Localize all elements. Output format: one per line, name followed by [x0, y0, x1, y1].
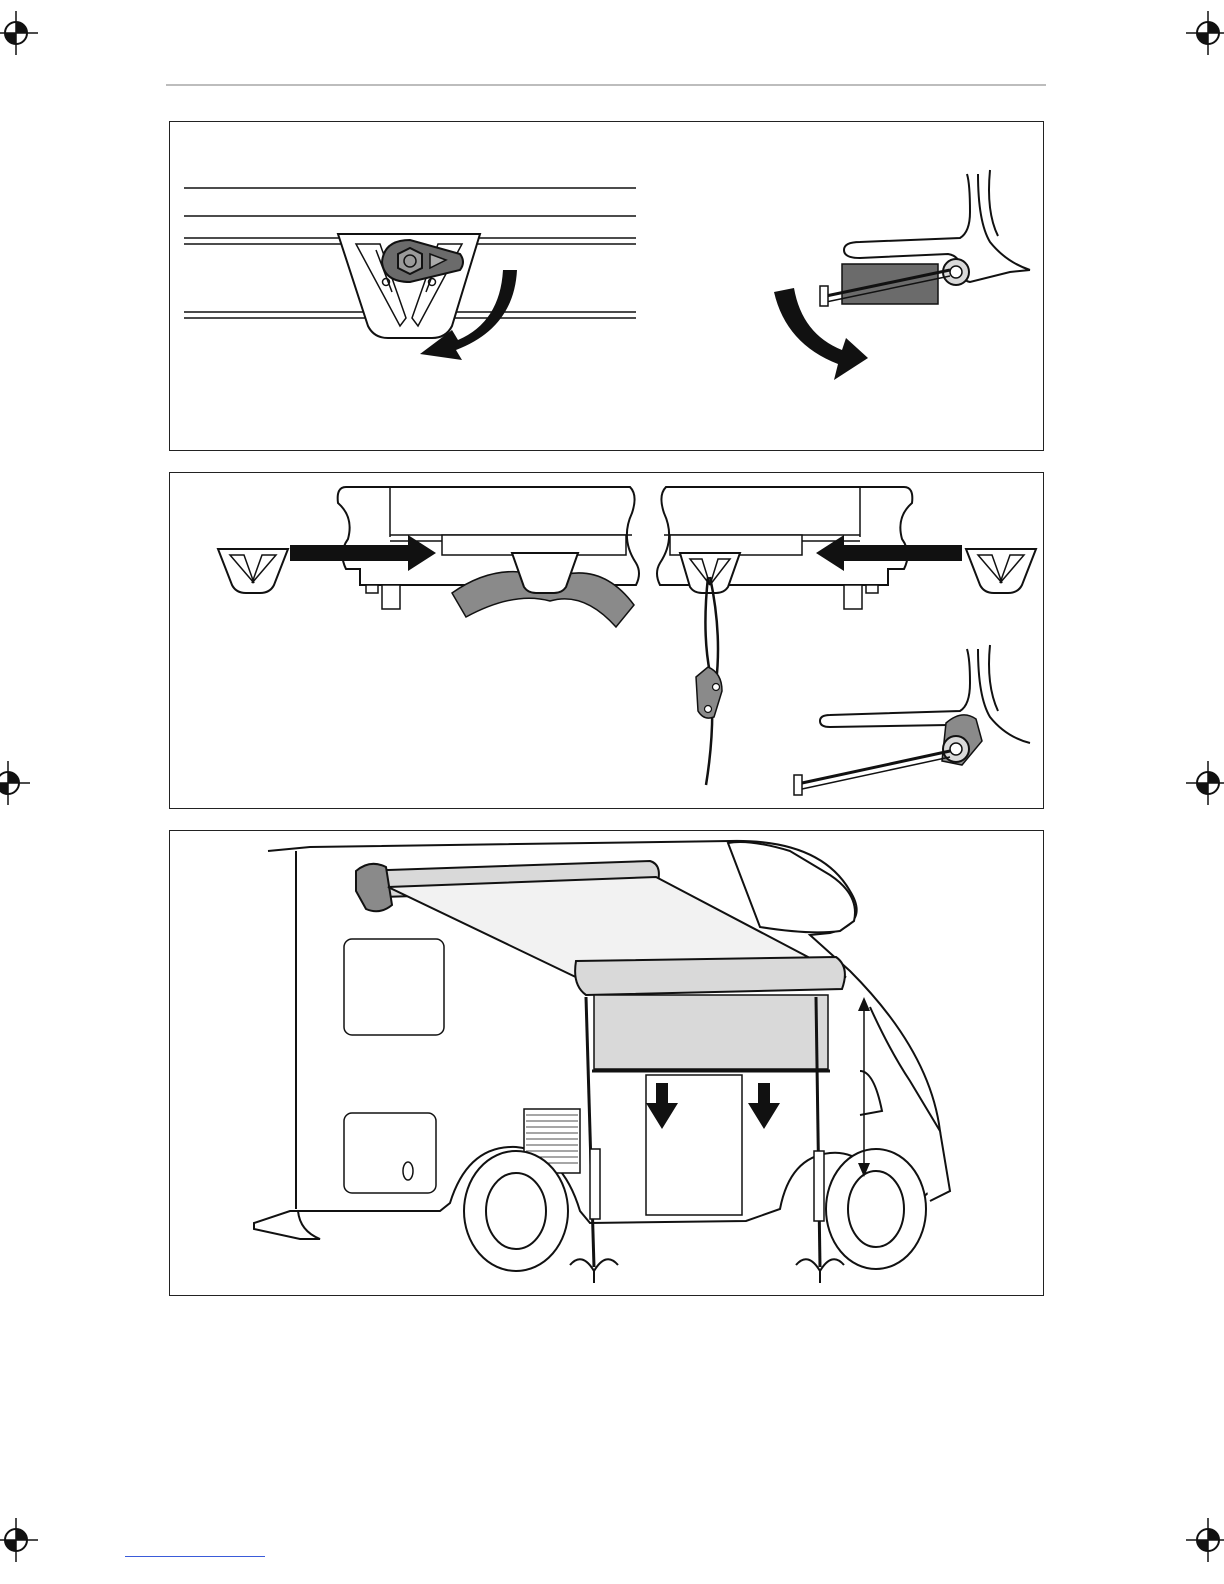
hook-bracket-icon — [966, 549, 1036, 593]
figure-panel-3 — [169, 830, 1044, 1296]
registration-mark-icon — [1186, 1518, 1224, 1562]
figure-panel-1 — [169, 121, 1044, 451]
figure-crank-and-latch — [170, 122, 1045, 452]
registration-mark-icon — [0, 11, 38, 55]
figure-camper-awning — [170, 831, 1045, 1297]
wheel-icon — [826, 1149, 926, 1269]
registration-mark-icon — [1186, 761, 1224, 805]
registration-mark-icon — [0, 1518, 38, 1562]
figure-panel-2 — [169, 472, 1044, 809]
header-rule — [166, 84, 1046, 86]
hook-bracket-icon — [218, 549, 288, 593]
footer-rule — [125, 1556, 265, 1557]
wheel-icon — [464, 1151, 568, 1271]
figure-strap-and-cord — [170, 473, 1045, 810]
registration-mark-icon — [1186, 11, 1224, 55]
registration-mark-icon — [0, 761, 30, 805]
